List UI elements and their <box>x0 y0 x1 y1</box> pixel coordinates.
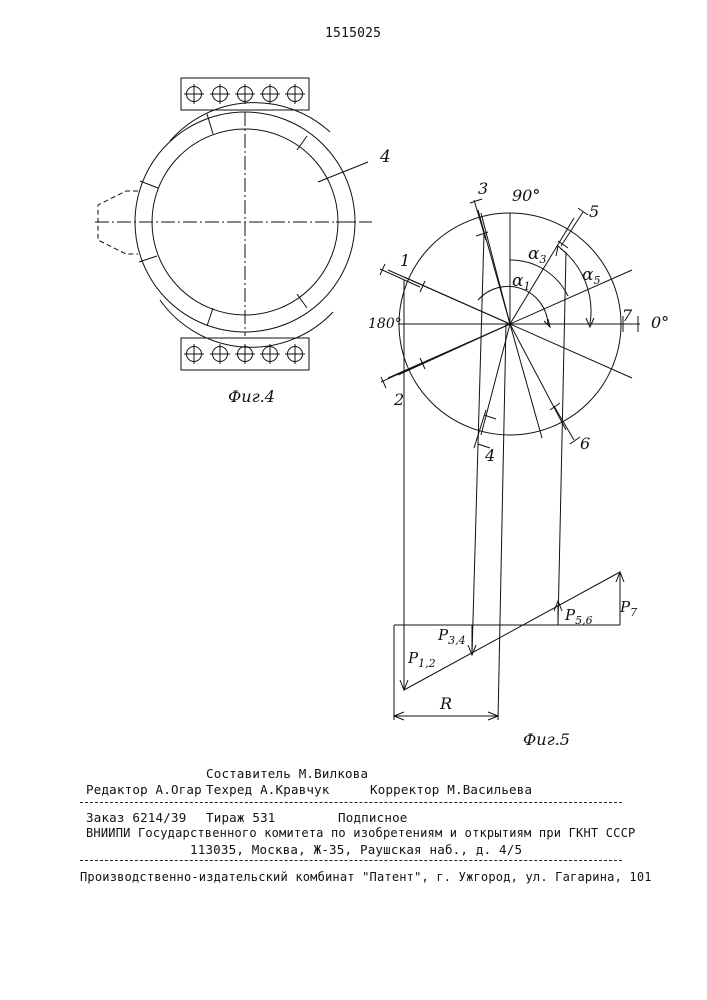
force-p7-label: P7 <box>619 598 637 619</box>
address-line: 113035, Москва, Ж-35, Раушская наб., д. … <box>190 842 522 857</box>
corrector-line: Корректор М.Васильева <box>370 782 532 797</box>
force-p12-label: P1,2 <box>407 649 436 670</box>
callout-leader <box>318 162 368 182</box>
publisher-line: Производственно-издательский комбинат "П… <box>80 870 652 884</box>
angle-0-label: 0° <box>651 313 669 332</box>
alpha5-label: α5 <box>582 265 600 287</box>
institute-line: ВНИИПИ Государственного комитета по изоб… <box>86 826 635 840</box>
compiler-line: Составитель М.Вилкова <box>206 766 368 781</box>
figure-4: 4 Фиг.4 <box>95 78 391 406</box>
techeditor-line: Техред А.Кравчук <box>206 782 330 797</box>
alpha3-label: α3 <box>528 244 546 266</box>
callout-number: 4 <box>379 147 391 167</box>
force-p56-label: P5,6 <box>564 606 593 627</box>
force-diagram <box>394 572 624 720</box>
alpha1-label: α1 <box>512 271 530 293</box>
point-2-label: 2 <box>393 390 404 409</box>
subscription-line: Подписное <box>338 810 408 825</box>
top-bolts <box>184 84 305 104</box>
point-1-label: 1 <box>400 251 410 270</box>
radius-label: R <box>439 694 452 713</box>
editor-line: Редактор А.Огар <box>86 782 202 797</box>
angle-180-label: 180° <box>368 316 402 332</box>
circulation-line: Тираж 531 <box>206 810 276 825</box>
point-5-label: 5 <box>589 202 599 221</box>
footer-rule-1 <box>80 802 622 803</box>
point-3-label: 3 <box>478 179 488 198</box>
point-4-label: 4 <box>484 446 495 465</box>
fig5-caption: Фиг.5 <box>523 730 570 749</box>
top-shell-arc <box>170 103 330 141</box>
force-p34-label: P3,4 <box>437 626 466 647</box>
point-6-label: 6 <box>580 434 590 453</box>
angle-90-label: 90° <box>512 186 540 205</box>
bottom-shell-arc <box>160 300 333 347</box>
segment-dividers <box>139 114 354 326</box>
fig4-caption: Фиг.4 <box>228 387 275 406</box>
force-slope-line <box>404 572 620 690</box>
point-7-label: 7 <box>622 306 633 325</box>
projection-lines <box>404 234 566 720</box>
figure-5: 90° 180° 0° 1 2 3 4 5 6 7 α1 α3 α5 P1,2 … <box>368 179 669 749</box>
footer-rule-2 <box>80 860 622 861</box>
order-line: Заказ 6214/39 <box>86 810 186 825</box>
